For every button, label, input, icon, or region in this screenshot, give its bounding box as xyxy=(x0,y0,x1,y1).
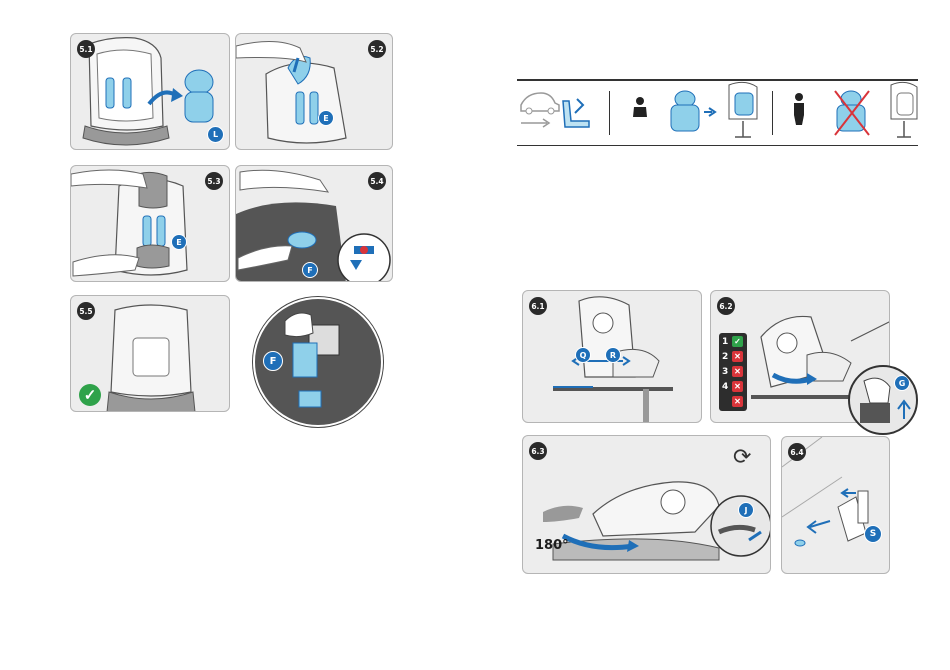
marker-q: Q xyxy=(575,347,591,363)
step-badge: 6.4 xyxy=(788,443,806,461)
marker-s: S xyxy=(864,525,882,543)
checklist-row: 1✓ xyxy=(719,335,747,348)
panel-5-5: 5.5 ✓ xyxy=(70,295,230,412)
panel-5-4: 5.4 F xyxy=(235,165,393,282)
car-seat-icon xyxy=(563,99,589,127)
divider xyxy=(517,145,918,147)
left-page: 5.1 L 5.2 E 5.3 xyxy=(0,0,475,670)
checklist-row: ✕ xyxy=(719,395,747,408)
seat-with-insert-icon xyxy=(729,82,757,137)
right-page: 6.1 Q R 6.2 1✓ 2✕ 3✕ 4✕ ✕ xyxy=(475,0,950,670)
usage-icons xyxy=(517,79,918,146)
checklist-row: 3✕ xyxy=(719,365,747,378)
rotate-icon: ⟳ xyxy=(733,444,751,470)
step-badge: 6.3 xyxy=(529,442,547,460)
marker-g: G xyxy=(894,375,910,391)
cross-icon: ✕ xyxy=(732,381,743,392)
insert-crossed-icon xyxy=(835,91,869,135)
check-icon: ✓ xyxy=(732,336,743,347)
marker-r: R xyxy=(605,347,621,363)
child-icon xyxy=(794,93,804,125)
rotation-label: 180° xyxy=(535,538,569,553)
panel-5-3: 5.3 E xyxy=(70,165,230,282)
cross-icon: ✕ xyxy=(732,366,743,377)
car-icon xyxy=(521,93,559,114)
checklist-row: 2✕ xyxy=(719,350,747,363)
panel-6-4: 6.4 S xyxy=(781,436,890,574)
step-badge: 5.4 xyxy=(368,172,386,190)
panel-6-1: 6.1 Q R xyxy=(522,290,702,423)
seat-without-insert-icon xyxy=(891,82,917,137)
cross-icon: ✕ xyxy=(732,351,743,362)
infant-icon xyxy=(633,97,647,117)
step-badge: 5.5 xyxy=(77,302,95,320)
checklist-row: 4✕ xyxy=(719,380,747,393)
arrow-right-icon xyxy=(521,119,549,127)
step-badge: 5.3 xyxy=(205,172,223,190)
panel-5-1: 5.1 L xyxy=(70,33,230,150)
detail-callout: G xyxy=(848,365,918,435)
marker-f: F xyxy=(263,351,283,371)
step-badge: 6.1 xyxy=(529,297,547,315)
detail-callout: F xyxy=(253,297,383,427)
step-badge: 5.1 xyxy=(77,40,95,58)
marker-e: E xyxy=(318,110,334,126)
marker-l: L xyxy=(207,126,224,143)
divider xyxy=(517,79,918,81)
arrow-right-icon xyxy=(704,108,715,116)
panel-5-2: 5.2 E xyxy=(235,33,393,150)
marker-j: J xyxy=(738,502,754,518)
check-icon: ✓ xyxy=(79,384,101,406)
insert-cushion-icon xyxy=(671,91,699,131)
divider xyxy=(772,91,773,135)
divider xyxy=(609,91,610,135)
panel-6-3: 6.3 ⟳ 180° J xyxy=(522,435,771,574)
cross-icon: ✕ xyxy=(732,396,743,407)
marker-f: F xyxy=(302,262,318,278)
checklist: 1✓ 2✕ 3✕ 4✕ ✕ xyxy=(719,333,747,411)
step-badge: 5.2 xyxy=(368,40,386,58)
step-badge: 6.2 xyxy=(717,297,735,315)
marker-e: E xyxy=(171,234,187,250)
usage-strip xyxy=(517,79,918,146)
